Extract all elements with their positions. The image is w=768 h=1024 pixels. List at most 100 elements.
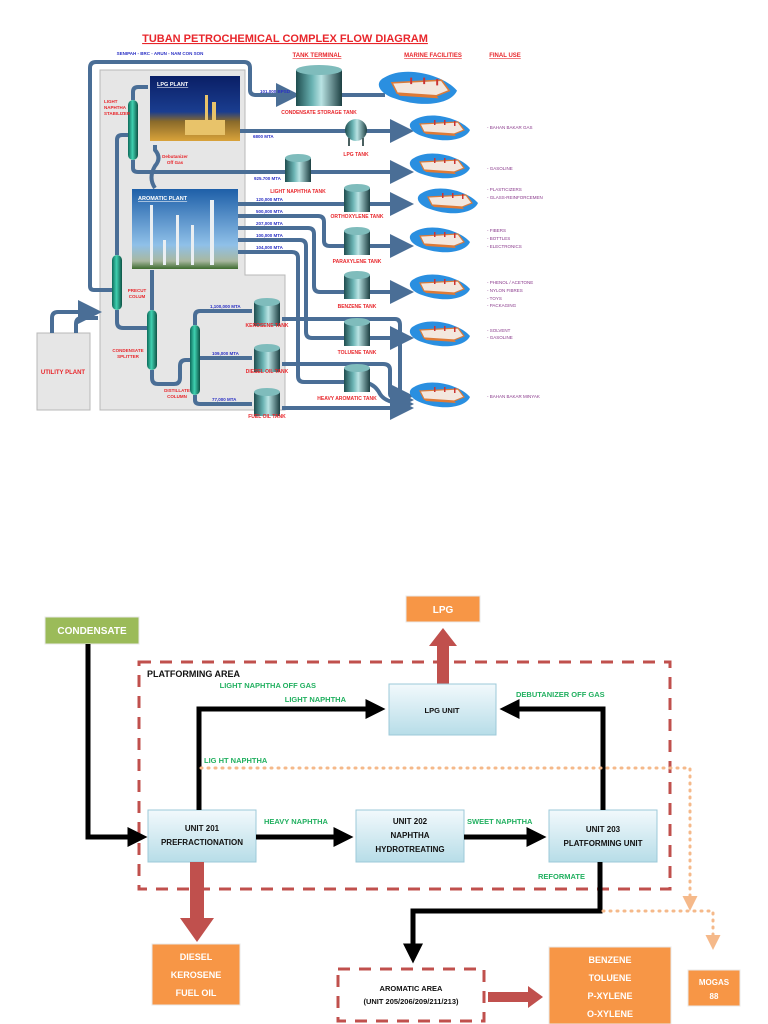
paraxylene-tank (344, 227, 370, 255)
light-naphtha-tank-label: LIGHT NAPHTHA TANK (270, 189, 326, 195)
product-p-xylene: P-XYLENE (587, 991, 632, 1001)
benzene-pipe (238, 226, 414, 304)
condensate-storage-tank: CONDENSATE STORAGE TANK (281, 65, 357, 116)
product-toluene: TOLUENE (589, 973, 632, 983)
unit-202-line2: NAPHTHA (390, 831, 429, 840)
ship-icon (409, 152, 471, 179)
marine-ships (378, 70, 479, 408)
top-diagram-title: TUBAN PETROCHEMICAL COMPLEX FLOW DIAGRAM (142, 33, 428, 45)
precut-column (112, 255, 122, 310)
svg-text:LPG TANK: LPG TANK (343, 152, 369, 158)
svg-text:CONDENSATE STORAGE TANK: CONDENSATE STORAGE TANK (281, 110, 357, 116)
unit-202-title: UNIT 202 (393, 817, 428, 826)
toluene-tank (344, 318, 370, 346)
svg-text:COLUMN: COLUMN (167, 394, 187, 399)
svg-text:- FIBERS: - FIBERS (487, 228, 506, 233)
light-naphtha-off-gas-label: LIGHT NAPHTHA OFF GAS (220, 681, 316, 690)
svg-text:- GLASS-REINFORCEMEN: - GLASS-REINFORCEMEN (487, 195, 543, 200)
paraxylene-pipe (238, 214, 414, 258)
product-diesel: DIESEL (180, 952, 213, 962)
toluene-pipe (238, 238, 414, 350)
final-use-labels: - BAHAN BAKAR GAS - GASOLINE - PLASTICIZ… (487, 125, 543, 399)
platforming-flow-diagram: PLATFORMING AREA CONDENSATE LPG LPG UNIT… (44, 595, 741, 1024)
reformate-arrow (403, 862, 603, 964)
splitter-to-distillate-pipe (150, 358, 190, 386)
lpg-up-arrow (429, 628, 457, 684)
stream-labels: LIGHT NAPHTHA OFF GAS LIGHT NAPHTHA LIG … (204, 681, 605, 881)
svg-text:- PACKAGING: - PACKAGING (487, 303, 517, 308)
ship-icon (378, 70, 458, 105)
light-naphtha-tank (285, 154, 311, 182)
source-label: SENIPAH - BRC - ARUN - NAM CON SON (117, 51, 204, 56)
stabilizer-to-lpg-pipe (131, 85, 148, 100)
debutanizer-pipe (149, 145, 161, 190)
header-marine-facilities: MARINE FACILITIES (404, 53, 462, 59)
ship-icon (417, 187, 479, 214)
heavy-aromatic-mta: 104,000 MTA (256, 245, 284, 250)
lpg-product-box (405, 595, 481, 623)
benzene-mta: 207,000 MTA (256, 221, 284, 226)
light-naphtha-stabilizer-label: LIGHT NAPHTHA STABILIZER (104, 99, 131, 116)
svg-text:- PLASTICIZERS: - PLASTICIZERS (487, 187, 522, 192)
svg-text:- ELECTRONICS: - ELECTRONICS (487, 244, 522, 249)
condensate-bpsd: 101.000 BPSD (260, 89, 291, 94)
unit201-products-down-arrow (180, 862, 214, 942)
light-naphtha-dotted-line (199, 766, 698, 911)
utility-plant-label: UTILITY PLANT (41, 370, 86, 376)
svg-text:Off Gas: Off Gas (167, 160, 184, 165)
condensate-feed-pipe (88, 60, 300, 292)
svg-text:- TOYS: - TOYS (487, 296, 502, 301)
svg-text:DISTILLATE: DISTILLATE (164, 388, 190, 393)
condensate-box (44, 616, 140, 645)
unit-202-line3: HYDROTREATING (375, 845, 444, 854)
toluene-tank-label: TOLUENE TANK (338, 350, 377, 356)
kerosene-mta: 1,100,000 MTA (210, 304, 241, 309)
fuel-oil-tank-label: FUEL OIL TANK (248, 414, 286, 420)
unit-201-subtitle: PREFRACTIONATION (161, 838, 243, 847)
product-o-xylene: O-XYLENE (587, 1009, 633, 1019)
diesel-mta: 109,000 MTA (212, 351, 240, 356)
svg-text:- BAHAN BAKAR GAS: - BAHAN BAKAR GAS (487, 125, 533, 130)
diesel-oil-tank (254, 344, 280, 372)
aromatic-products-box (548, 946, 672, 1024)
toluene-mta: 100,000 MTA (256, 233, 284, 238)
unit-201-title: UNIT 201 (185, 824, 220, 833)
diesel-oil-tank-label: DIESEL OIL TANK (246, 369, 289, 375)
condensate-to-unit201-arrow (85, 644, 148, 847)
benzene-tank-label: BENZENE TANK (338, 304, 377, 310)
product-fuel-oil: FUEL OIL (176, 988, 217, 998)
svg-text:- GASOLINE: - GASOLINE (487, 166, 513, 171)
heavy-naphtha-label: HEAVY NAPHTHA (264, 817, 328, 826)
lpg-plant-tower-silhouette (185, 95, 225, 135)
light-naphtha-dotted-label: LIG HT NAPHTHA (204, 756, 268, 765)
mogas-box (687, 969, 741, 1007)
paraxylene-tank-label: PARAXYLENE TANK (333, 259, 382, 265)
orthoxylene-tank-label: ORTHOXYLENE TANK (331, 214, 384, 220)
condensate-splitter-column (147, 310, 157, 370)
ship-icon (409, 226, 471, 253)
utility-pipe-2 (74, 316, 98, 333)
unit-201-box (147, 809, 257, 863)
svg-text:PRECUT: PRECUT (128, 288, 147, 293)
aromatic-area-units: (UNIT 205/206/209/211/213) (363, 997, 459, 1006)
light-naphtha-to-lpg-arrow (196, 699, 386, 810)
svg-text:STABILIZER: STABILIZER (104, 111, 131, 116)
aromatic-area-box (336, 967, 486, 1023)
lpg-mta: 6800 MTA (253, 134, 274, 139)
svg-text:- BOTTLES: - BOTTLES (487, 236, 510, 241)
svg-text:- BAHAN BAKAR MINYAK: - BAHAN BAKAR MINYAK (487, 394, 540, 399)
svg-text:CONDENSATE: CONDENSATE (112, 348, 143, 353)
reformate-label: REFORMATE (538, 872, 585, 881)
heavy-aromatic-tank (344, 364, 370, 392)
aromatic-to-products-arrow (488, 986, 543, 1008)
condensate-label: CONDENSATE (57, 626, 127, 637)
utility-plant-box (36, 332, 91, 411)
ship-icon (409, 114, 471, 141)
mogas-grade: 88 (710, 992, 719, 1001)
reformate-to-mogas-dotted (601, 909, 721, 950)
aromatic-plant-label: AROMATIC PLANT (138, 196, 188, 202)
light-naphtha-mta: 925.700 MTA (254, 176, 282, 181)
lpg-unit-label: LPG UNIT (425, 706, 460, 715)
lpg-product-label: LPG (433, 605, 454, 616)
